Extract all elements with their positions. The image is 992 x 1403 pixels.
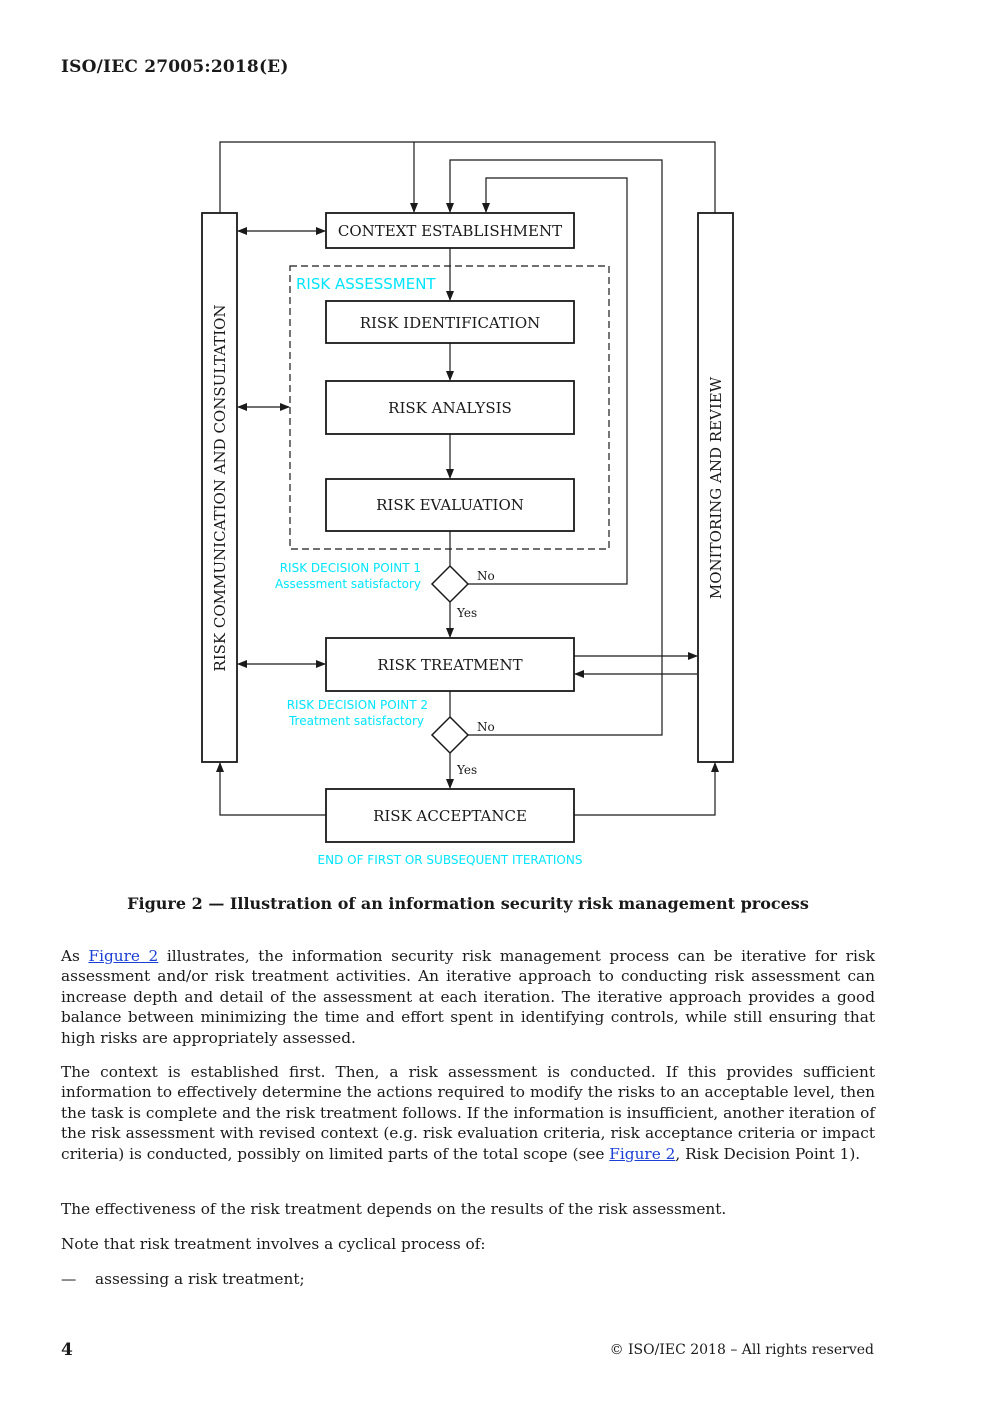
outer-loop-line bbox=[219, 141, 716, 213]
decision-point-1-title: RISK DECISION POINT 1 bbox=[280, 561, 421, 575]
context-establishment-label: CONTEXT ESTABLISHMENT bbox=[338, 222, 562, 240]
decision-1-yes-label: Yes bbox=[456, 606, 477, 620]
risk-treatment-label: RISK TREATMENT bbox=[377, 656, 522, 674]
risk-evaluation-label: RISK EVALUATION bbox=[376, 496, 524, 514]
risk-management-process-diagram: CONTEXT ESTABLISHMENT RISK ASSESSMENT RI… bbox=[201, 141, 734, 867]
decision-point-1-subtitle: Assessment satisfactory bbox=[275, 577, 421, 591]
page-number: 4 bbox=[61, 1340, 73, 1360]
paragraph-note-cyclical: Note that risk treatment involves a cycl… bbox=[61, 1235, 486, 1253]
document-id-header: ISO/IEC 27005:2018(E) bbox=[61, 57, 289, 77]
link-acceptance-to-communication bbox=[216, 762, 326, 816]
decision-1-no-label: No bbox=[477, 569, 495, 583]
decision-2-no-label: No bbox=[477, 720, 495, 734]
decision-2-yes-label: Yes bbox=[456, 763, 477, 777]
paragraph-iterative-approach: As Figure 2 illustrates, the information… bbox=[61, 946, 875, 1048]
decision-point-2-title: RISK DECISION POINT 2 bbox=[287, 698, 428, 712]
figure-2-link[interactable]: Figure 2 bbox=[88, 947, 159, 965]
communication-consultation-label: RISK COMMUNICATION AND CONSULTATION bbox=[211, 304, 229, 671]
risk-acceptance-label: RISK ACCEPTANCE bbox=[373, 807, 527, 825]
risk-analysis-label: RISK ANALYSIS bbox=[388, 399, 512, 417]
paragraph-1-body: illustrates, the information security ri… bbox=[61, 947, 875, 1047]
bullet-dash: — bbox=[61, 1270, 77, 1288]
paragraph-1-prefix: As bbox=[61, 947, 89, 965]
paragraph-effectiveness: The effectiveness of the risk treatment … bbox=[61, 1200, 727, 1218]
monitoring-review-label: MONITORING AND REVIEW bbox=[707, 376, 725, 599]
paragraph-2-body: The context is established first. Then, … bbox=[61, 1063, 875, 1163]
paragraph-context-established: The context is established first. Then, … bbox=[61, 1062, 875, 1164]
figure-2-link-2[interactable]: Figure 2 bbox=[609, 1144, 676, 1163]
paragraph-2-suffix: , Risk Decision Point 1). bbox=[675, 1144, 861, 1163]
risk-assessment-label: RISK ASSESSMENT bbox=[296, 275, 436, 293]
decision-point-2-subtitle: Treatment satisfactory bbox=[288, 714, 424, 728]
copyright-notice: © ISO/IEC 2018 – All rights reserved bbox=[609, 1342, 874, 1358]
link-acceptance-to-monitoring bbox=[574, 762, 719, 816]
decision-point-2-diamond bbox=[430, 715, 470, 755]
list-item: — assessing a risk treatment; bbox=[61, 1270, 305, 1288]
assessment-no-loop bbox=[468, 177, 628, 585]
bullet-text: assessing a risk treatment; bbox=[95, 1270, 305, 1288]
figure-caption: Figure 2 — Illustration of an informatio… bbox=[127, 894, 809, 913]
end-iterations-label: END OF FIRST OR SUBSEQUENT ITERATIONS bbox=[318, 853, 583, 867]
decision-point-1-diamond bbox=[430, 564, 470, 604]
treatment-no-loop bbox=[446, 159, 663, 736]
risk-identification-label: RISK IDENTIFICATION bbox=[360, 314, 541, 332]
